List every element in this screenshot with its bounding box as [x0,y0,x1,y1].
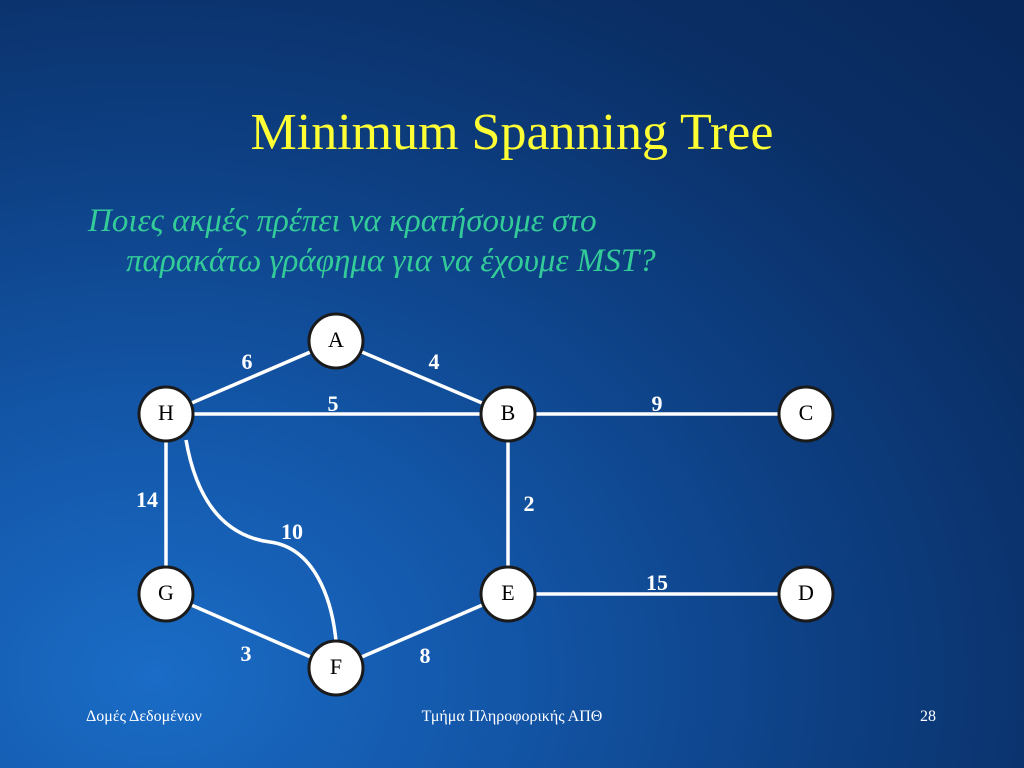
footer-course: Δομές Δεδομένων [86,708,202,725]
node-circle-g [137,565,195,623]
graph-edge-weights: 6 4 5 9 14 10 2 15 3 8 [136,349,668,668]
node-label-d: D [798,580,814,605]
node-circle-c [777,385,835,443]
node-circle-b [479,385,537,443]
edge-weight-h-b: 5 [328,391,339,416]
node-d: D [777,565,835,623]
node-circle-f [307,639,365,697]
node-label-h: H [158,400,174,425]
edge-weight-g-f: 3 [241,641,252,666]
slide-title: Minimum Spanning Tree [250,104,774,161]
node-a: A [307,312,365,370]
edge-weight-b-c: 9 [652,391,663,416]
edge-g-f [165,592,337,670]
node-circle-h [137,385,195,443]
edge-weight-f-e: 8 [420,643,431,668]
footer-department: Τμήμα Πληροφορικής ΑΠΘ [421,708,603,725]
node-label-g: G [158,580,174,605]
node-e: E [479,565,537,623]
edge-weight-a-b: 4 [429,349,440,374]
edge-weight-h-a: 6 [242,349,253,374]
node-label-c: C [799,400,814,425]
node-label-b: B [501,400,516,425]
edge-weight-h-g: 14 [136,487,158,512]
edge-weight-e-d: 15 [646,570,668,595]
node-label-a: A [328,327,344,352]
edge-h-a [165,339,337,416]
edge-weight-h-f: 10 [281,519,303,544]
edge-weight-b-e: 2 [524,491,535,516]
footer-page-number: 28 [920,708,936,725]
edge-f-e [335,592,509,670]
node-circle-e [479,565,537,623]
node-f: F [307,639,365,697]
node-circle-d [777,565,835,623]
node-circle-a [307,312,365,370]
graph-nodes: A B C D E F G H [137,312,835,697]
node-g: G [137,565,195,623]
node-label-f: F [330,654,342,679]
question-line-2: παρακάτω γράφημα για να έχουμε MST? [126,242,656,279]
question-line-1: Ποιες ακμές πρέπει να κρατήσουμε στο [88,203,597,239]
node-label-e: E [501,580,514,605]
node-c: C [777,385,835,443]
edge-h-f [184,439,338,642]
slide-question: Ποιες ακμές πρέπει να κρατήσουμε στο παρ… [88,202,948,281]
node-b: B [479,385,537,443]
edge-a-b [335,339,509,416]
node-h: H [137,385,195,443]
graph-edges [164,339,806,670]
